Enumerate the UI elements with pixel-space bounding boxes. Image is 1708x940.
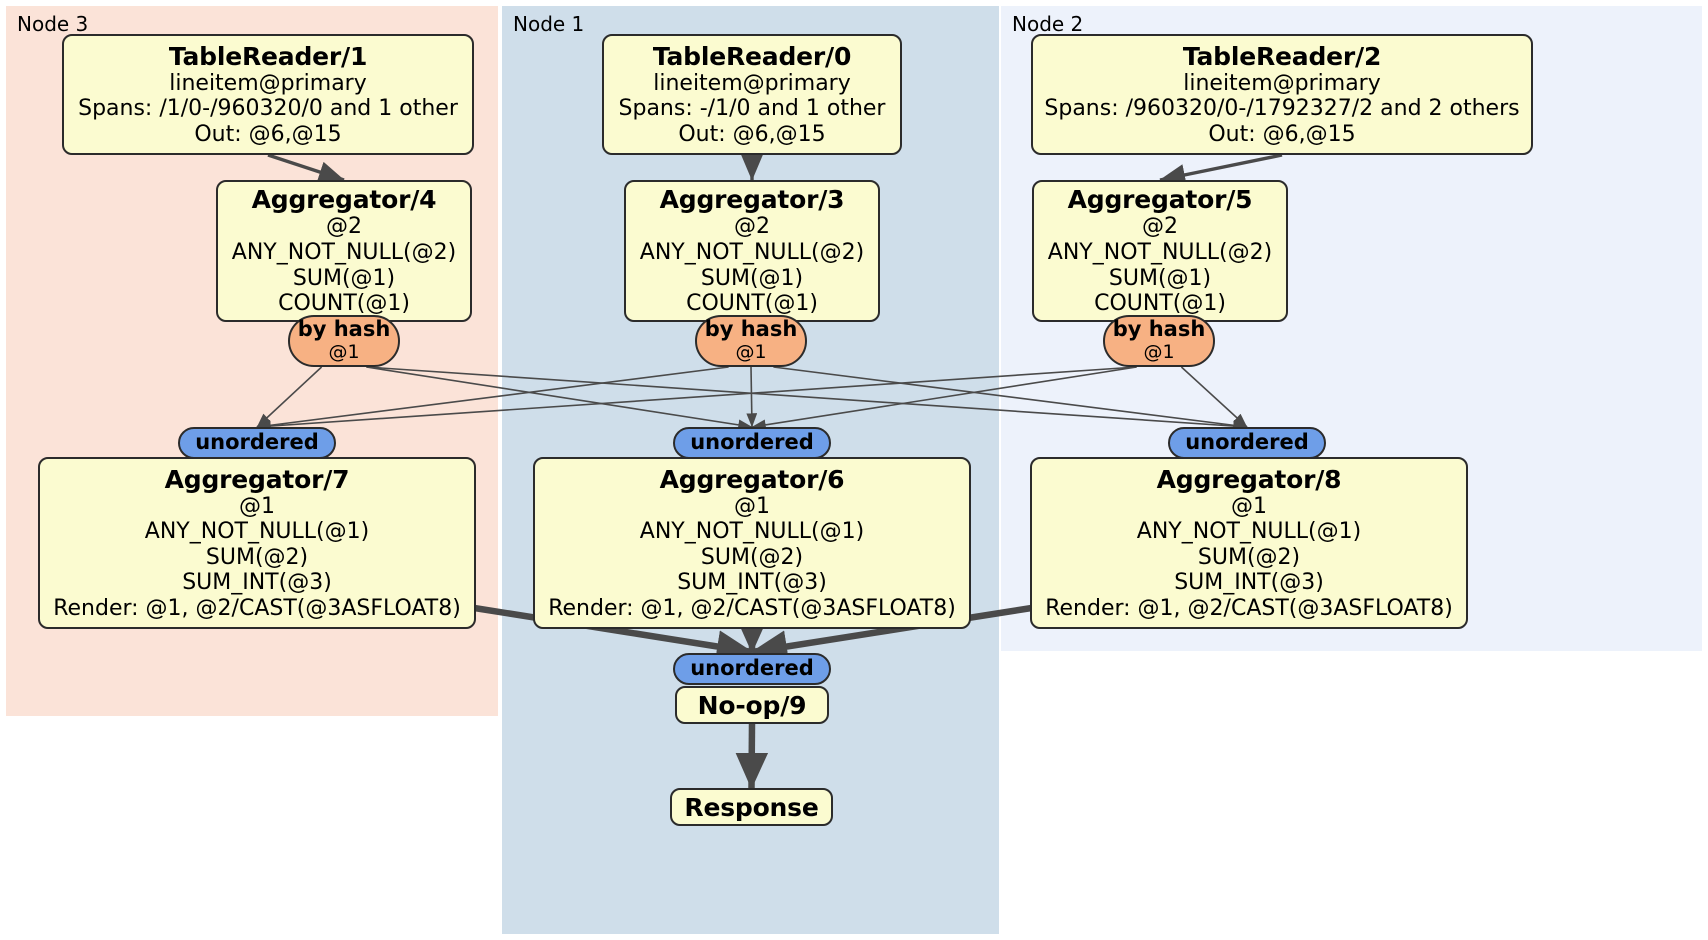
plan-node-detail: Render: @1, @2/CAST(@3ASFLOAT8) — [53, 595, 461, 621]
plan-node-detail: @1 — [1231, 493, 1267, 519]
plan-node-title: Aggregator/3 — [659, 185, 845, 215]
cluster-label-node-1: Node 1 — [513, 12, 585, 36]
plan-node-title: TableReader/0 — [652, 41, 852, 71]
router-label: by hash — [297, 317, 391, 342]
router-label: unordered — [690, 656, 814, 681]
cluster-label-node-2: Node 2 — [1012, 12, 1084, 36]
plan-node-detail: SUM_INT(@3) — [677, 570, 827, 596]
router-unordered-un9[interactable]: unordered — [673, 653, 831, 685]
plan-node-title: Aggregator/8 — [1156, 464, 1342, 494]
plan-node-detail: @2 — [326, 214, 362, 240]
plan-node-detail: ANY_NOT_NULL(@1) — [144, 519, 370, 545]
plan-node-detail: @2 — [734, 214, 770, 240]
plan-node-detail: lineitem@primary — [1183, 70, 1381, 96]
plan-node-detail: SUM(@1) — [700, 265, 804, 291]
plan-node-detail: SUM_INT(@3) — [182, 570, 332, 596]
router-by-hash-hash3[interactable]: by hash@1 — [695, 315, 807, 367]
plan-node-title: TableReader/2 — [1182, 41, 1382, 71]
router-label: unordered — [690, 430, 814, 455]
plan-node-detail: Render: @1, @2/CAST(@3ASFLOAT8) — [548, 595, 956, 621]
plan-node-detail: COUNT(@1) — [1094, 291, 1226, 317]
router-label: unordered — [1185, 430, 1309, 455]
router-unordered-un6[interactable]: unordered — [673, 427, 831, 459]
plan-node-detail: SUM(@2) — [700, 544, 804, 570]
plan-node-response[interactable]: Response — [670, 788, 833, 826]
router-sublabel: @1 — [328, 341, 360, 364]
plan-node-detail: ANY_NOT_NULL(@2) — [231, 239, 457, 265]
plan-node-detail: SUM(@2) — [1197, 544, 1301, 570]
plan-node-detail: Spans: /960320/0-/1792327/2 and 2 others — [1044, 96, 1520, 122]
plan-node-title: Aggregator/4 — [251, 185, 437, 215]
router-sublabel: @1 — [1143, 341, 1175, 364]
plan-node-detail: Out: @6,@15 — [194, 121, 342, 147]
router-sublabel: @1 — [735, 341, 767, 364]
plan-node-detail: Out: @6,@15 — [1208, 121, 1356, 147]
plan-node-title: Aggregator/6 — [659, 464, 845, 494]
router-label: by hash — [1112, 317, 1206, 342]
plan-node-detail: SUM(@1) — [292, 265, 396, 291]
plan-node-detail: lineitem@primary — [653, 70, 851, 96]
plan-node-title: No-op/9 — [697, 690, 807, 720]
plan-node-detail: ANY_NOT_NULL(@1) — [639, 519, 865, 545]
plan-node-detail: ANY_NOT_NULL(@1) — [1136, 519, 1362, 545]
router-by-hash-hash5[interactable]: by hash@1 — [1103, 315, 1215, 367]
plan-node-detail: @1 — [734, 493, 770, 519]
plan-node-title: Aggregator/5 — [1067, 185, 1253, 215]
router-unordered-un7[interactable]: unordered — [178, 427, 336, 459]
plan-node-detail: @1 — [239, 493, 275, 519]
plan-node-detail: ANY_NOT_NULL(@2) — [639, 239, 865, 265]
plan-node-detail: @2 — [1142, 214, 1178, 240]
plan-node-detail: SUM(@2) — [205, 544, 309, 570]
router-label: unordered — [195, 430, 319, 455]
plan-node-detail: SUM_INT(@3) — [1174, 570, 1324, 596]
plan-node-detail: SUM(@1) — [1108, 265, 1212, 291]
plan-node-title: Aggregator/7 — [164, 464, 350, 494]
plan-node-title: TableReader/1 — [168, 41, 368, 71]
plan-node-detail: lineitem@primary — [169, 70, 367, 96]
plan-node-detail: Render: @1, @2/CAST(@3ASFLOAT8) — [1045, 595, 1453, 621]
plan-node-detail: Spans: -/1/0 and 1 other — [618, 96, 886, 122]
router-label: by hash — [704, 317, 798, 342]
plan-node-no-op-9[interactable]: No-op/9 — [675, 686, 829, 724]
plan-node-detail: Out: @6,@15 — [678, 121, 826, 147]
plan-node-detail: COUNT(@1) — [278, 291, 410, 317]
plan-node-detail: Spans: /1/0-/960320/0 and 1 other — [78, 96, 458, 122]
plan-node-detail: COUNT(@1) — [686, 291, 818, 317]
plan-node-title: Response — [684, 792, 819, 822]
plan-node-detail: ANY_NOT_NULL(@2) — [1047, 239, 1273, 265]
router-by-hash-hash4[interactable]: by hash@1 — [288, 315, 400, 367]
router-unordered-un8[interactable]: unordered — [1168, 427, 1326, 459]
cluster-label-node-3: Node 3 — [17, 12, 89, 36]
